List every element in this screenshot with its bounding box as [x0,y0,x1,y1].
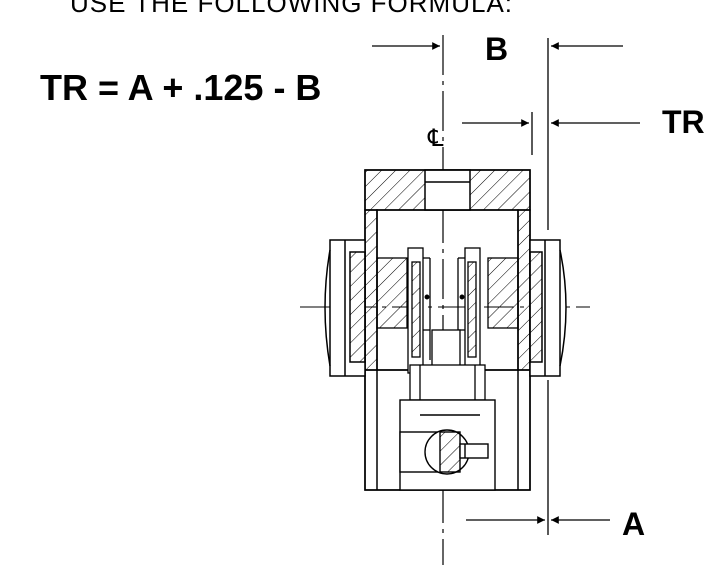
centerline-symbol: ℄ [427,124,444,152]
dimension-a-label: A [622,506,646,542]
drain-plug [399,399,496,491]
gate-internals [376,247,519,401]
dimension-b-label: B [485,31,509,67]
left-flange [324,239,366,377]
formula-text: TR = A + .125 - B [40,67,322,108]
header-text: USE THE FOLLOWING FORMULA: [70,0,514,18]
right-flange [529,239,567,377]
dimension-tr-label: TR [662,104,705,140]
